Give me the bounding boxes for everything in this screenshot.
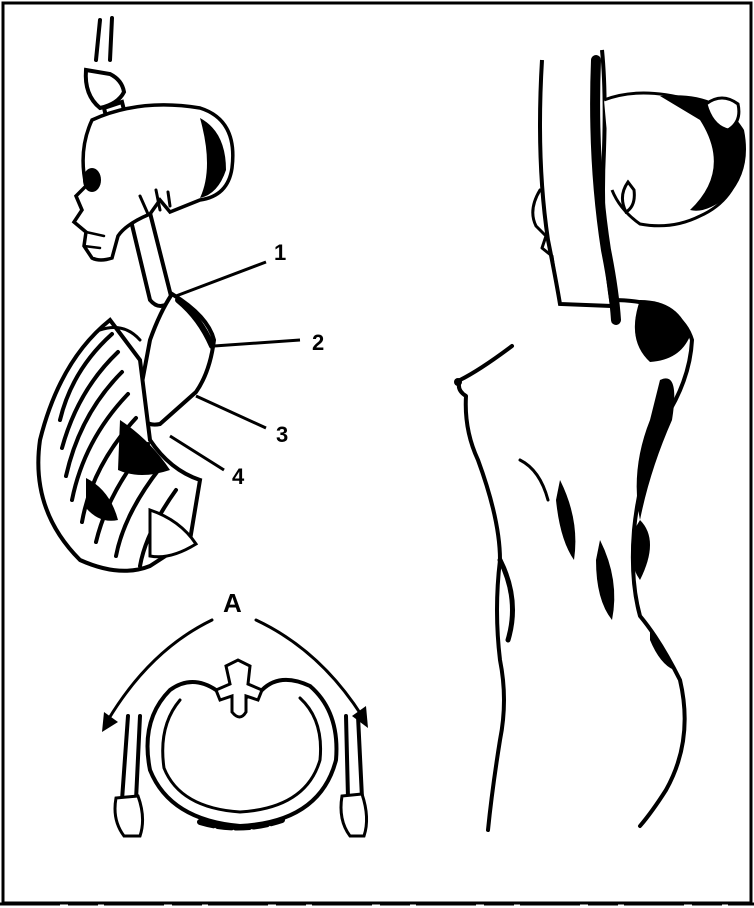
label-A: A	[223, 588, 242, 618]
label-1: 1	[274, 240, 286, 265]
label-2: 2	[312, 330, 324, 355]
label-3: 3	[276, 422, 288, 447]
label-4: 4	[232, 464, 245, 489]
